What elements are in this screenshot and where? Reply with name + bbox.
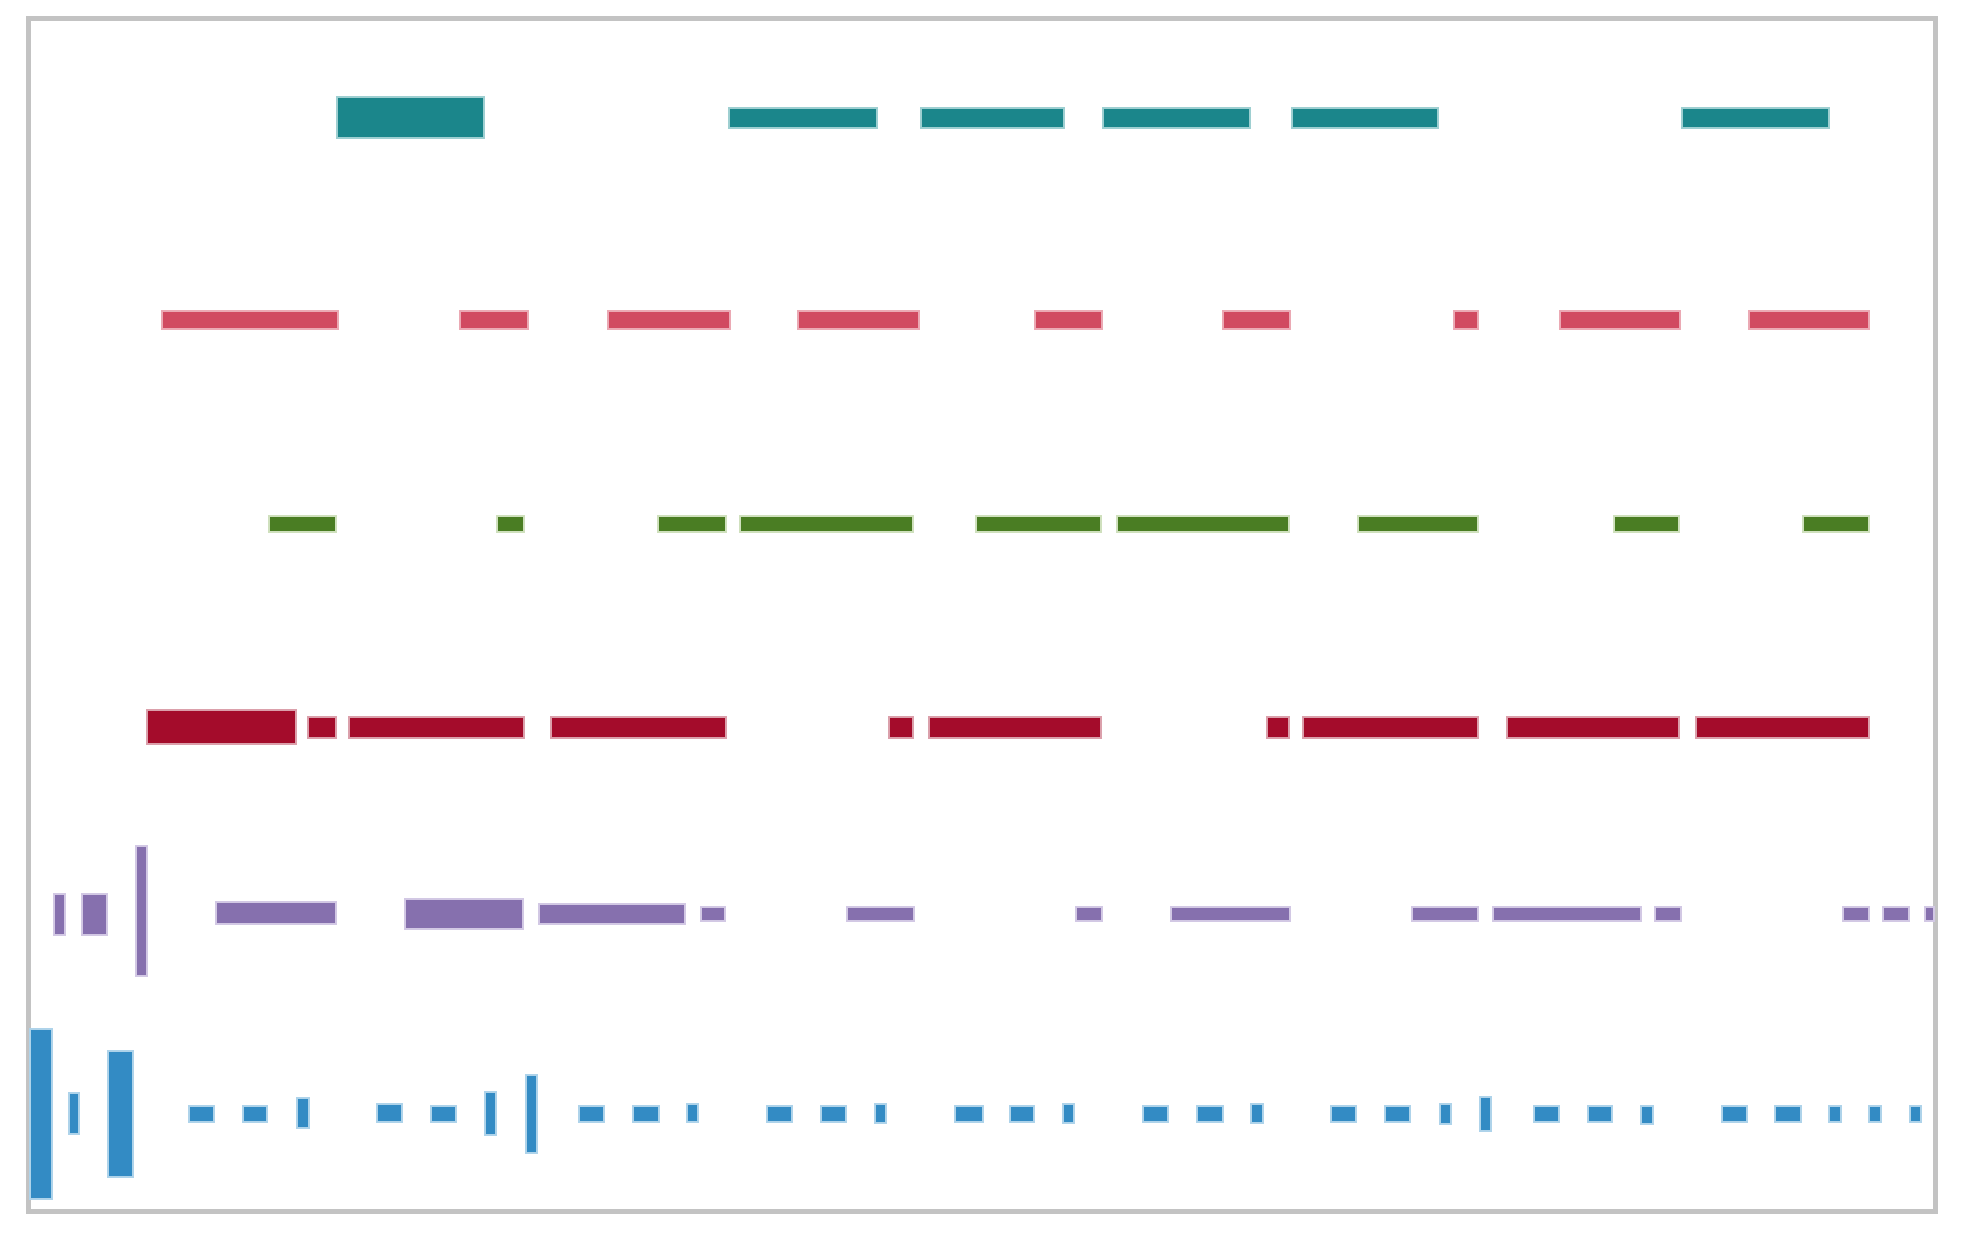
track-1-teal-segment: [728, 107, 878, 129]
track-5-purple-segment: [53, 893, 66, 936]
track-6-blue-segment: [1196, 1105, 1224, 1123]
track-6-blue-segment: [376, 1103, 403, 1123]
track-5-purple-segment: [1924, 906, 1935, 922]
track-6-blue-segment: [296, 1097, 310, 1129]
track-6-blue-segment: [1009, 1105, 1035, 1123]
track-5-purple-segment: [1882, 906, 1910, 922]
track-5-purple-segment: [1654, 906, 1682, 922]
track-6-blue-segment: [1439, 1103, 1452, 1125]
track-6-blue-segment: [1640, 1105, 1654, 1125]
track-4-crimson-segment: [348, 716, 525, 739]
track-5-purple-segment: [215, 901, 337, 925]
track-6-blue-segment: [632, 1105, 660, 1123]
track-3-olive-segment: [975, 515, 1102, 533]
track-5-purple-segment: [81, 893, 108, 936]
track-4-crimson-segment: [1302, 716, 1479, 739]
track-2-rose-segment: [607, 310, 731, 330]
track-6-blue-segment: [525, 1074, 538, 1154]
track-6-blue-segment: [1479, 1096, 1492, 1132]
track-5-purple-segment: [1842, 906, 1870, 922]
track-2-rose-segment: [1559, 310, 1681, 330]
track-5-purple-segment: [1411, 906, 1479, 922]
track-1-teal-segment: [1681, 107, 1830, 129]
track-3-olive-segment: [657, 515, 727, 533]
track-6-blue-segment: [1142, 1105, 1169, 1123]
track-1-teal-segment: [920, 107, 1065, 129]
track-6-blue-segment: [1330, 1105, 1357, 1123]
track-2-rose-segment: [1034, 310, 1103, 330]
track-2-rose-segment: [1453, 310, 1479, 330]
track-6-blue-segment: [1587, 1105, 1613, 1123]
track-6-blue-segment: [874, 1103, 887, 1124]
track-6-blue-segment: [820, 1105, 847, 1123]
track-6-blue-segment: [1909, 1105, 1922, 1123]
plot-frame: [26, 16, 1938, 1214]
track-5-purple-segment: [700, 906, 726, 922]
track-6-blue-segment: [107, 1050, 134, 1178]
track-6-blue-segment: [1828, 1105, 1842, 1123]
track-6-blue-segment: [578, 1105, 605, 1123]
track-6-blue-segment: [686, 1103, 699, 1123]
track-2-rose-segment: [1222, 310, 1291, 330]
track-4-crimson-segment: [307, 716, 337, 739]
track-5-purple-segment: [1492, 906, 1642, 922]
track-5-purple-segment: [135, 845, 148, 977]
track-4-crimson-segment: [888, 716, 914, 739]
track-3-olive-segment: [739, 515, 914, 533]
track-4-crimson-segment: [146, 709, 297, 745]
track-2-rose-segment: [797, 310, 920, 330]
track-4-crimson-segment: [1506, 716, 1680, 739]
track-6-blue-segment: [1721, 1105, 1748, 1123]
track-6-blue-segment: [1250, 1103, 1264, 1124]
track-6-blue-segment: [1062, 1103, 1075, 1124]
track-1-teal-segment: [1102, 107, 1251, 129]
track-3-olive-segment: [1357, 515, 1479, 533]
track-3-olive-segment: [1613, 515, 1680, 533]
track-5-purple-segment: [404, 898, 524, 930]
track-5-purple-segment: [1170, 906, 1291, 922]
track-4-crimson-segment: [550, 716, 727, 739]
track-6-blue-segment: [766, 1105, 793, 1123]
track-4-crimson-segment: [928, 716, 1102, 739]
track-6-blue-segment: [68, 1092, 80, 1135]
track-6-blue-segment: [242, 1105, 268, 1123]
track-6-blue-segment: [188, 1105, 215, 1123]
track-2-rose-segment: [161, 310, 339, 330]
track-4-crimson-segment: [1695, 716, 1870, 739]
track-6-blue-segment: [1384, 1105, 1411, 1123]
track-5-purple-segment: [846, 906, 915, 922]
track-5-purple-segment: [1075, 906, 1103, 922]
track-3-olive-segment: [1802, 515, 1870, 533]
track-6-blue-segment: [1533, 1105, 1560, 1123]
track-6-blue-segment: [1774, 1105, 1802, 1123]
track-6-blue-segment: [954, 1105, 984, 1123]
track-3-olive-segment: [496, 515, 525, 533]
track-1-teal-segment: [1291, 107, 1439, 129]
track-1-teal-segment: [336, 96, 485, 139]
track-2-rose-segment: [459, 310, 529, 330]
track-5-purple-segment: [538, 903, 686, 925]
track-6-blue-segment: [1868, 1105, 1882, 1123]
track-4-crimson-segment: [1266, 716, 1290, 739]
track-6-blue-segment: [29, 1028, 53, 1200]
track-2-rose-segment: [1748, 310, 1870, 330]
track-6-blue-segment: [484, 1091, 497, 1136]
track-3-olive-segment: [268, 515, 337, 533]
track-6-blue-segment: [430, 1105, 457, 1123]
track-3-olive-segment: [1116, 515, 1290, 533]
